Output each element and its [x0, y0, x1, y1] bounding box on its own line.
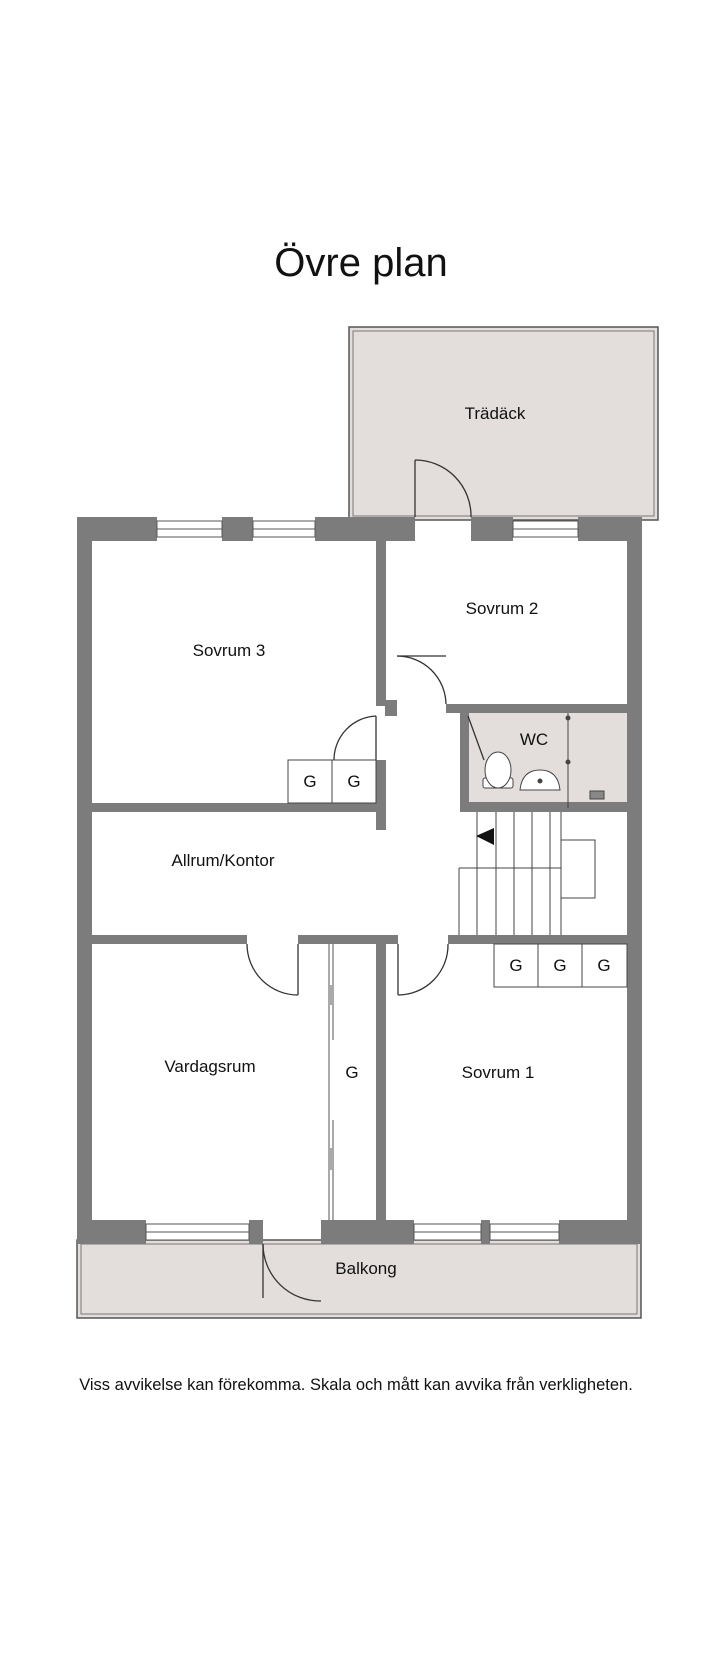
doors — [246, 459, 485, 1302]
closet-label: G — [597, 956, 610, 975]
label-sovrum-3: Sovrum 3 — [193, 641, 266, 660]
balcony — [76, 1239, 642, 1319]
page-title: Övre plan — [274, 241, 448, 285]
label-balkong: Balkong — [335, 1259, 396, 1278]
label-wc: WC — [520, 730, 548, 749]
wc-fixtures — [482, 713, 605, 808]
staircase — [458, 812, 596, 935]
label-sovrum-2: Sovrum 2 — [466, 599, 539, 618]
label-vardagsrum: Vardagsrum — [164, 1057, 255, 1076]
closet-labels: G G G G G G — [303, 772, 610, 1082]
closets — [287, 759, 628, 988]
closet-label: G — [347, 772, 360, 791]
windows — [145, 520, 579, 1241]
label-tradack: Trädäck — [465, 404, 526, 423]
deck-tradack — [348, 326, 659, 521]
closet-label: G — [509, 956, 522, 975]
label-allrum-kontor: Allrum/Kontor — [172, 851, 275, 870]
closet-label: G — [553, 956, 566, 975]
disclaimer: Viss avvikelse kan förekomma. Skala och … — [79, 1376, 633, 1394]
closet-label: G — [345, 1063, 358, 1082]
room-labels: Trädäck Sovrum 2 Sovrum 3 WC Allrum/Kont… — [164, 404, 548, 1278]
sliding-doors — [328, 944, 334, 1220]
label-sovrum-1: Sovrum 1 — [462, 1063, 535, 1082]
closet-label: G — [303, 772, 316, 791]
walls — [77, 517, 642, 1244]
